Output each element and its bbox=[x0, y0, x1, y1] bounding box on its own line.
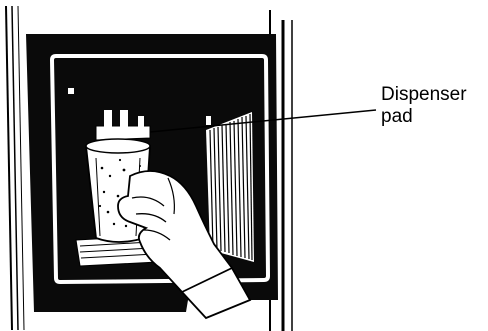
callout-label-line2: pad bbox=[381, 106, 467, 128]
callout-label: Dispenser pad bbox=[381, 84, 467, 128]
side-grille bbox=[206, 112, 254, 262]
callout-label-line1: Dispenser bbox=[381, 84, 467, 106]
